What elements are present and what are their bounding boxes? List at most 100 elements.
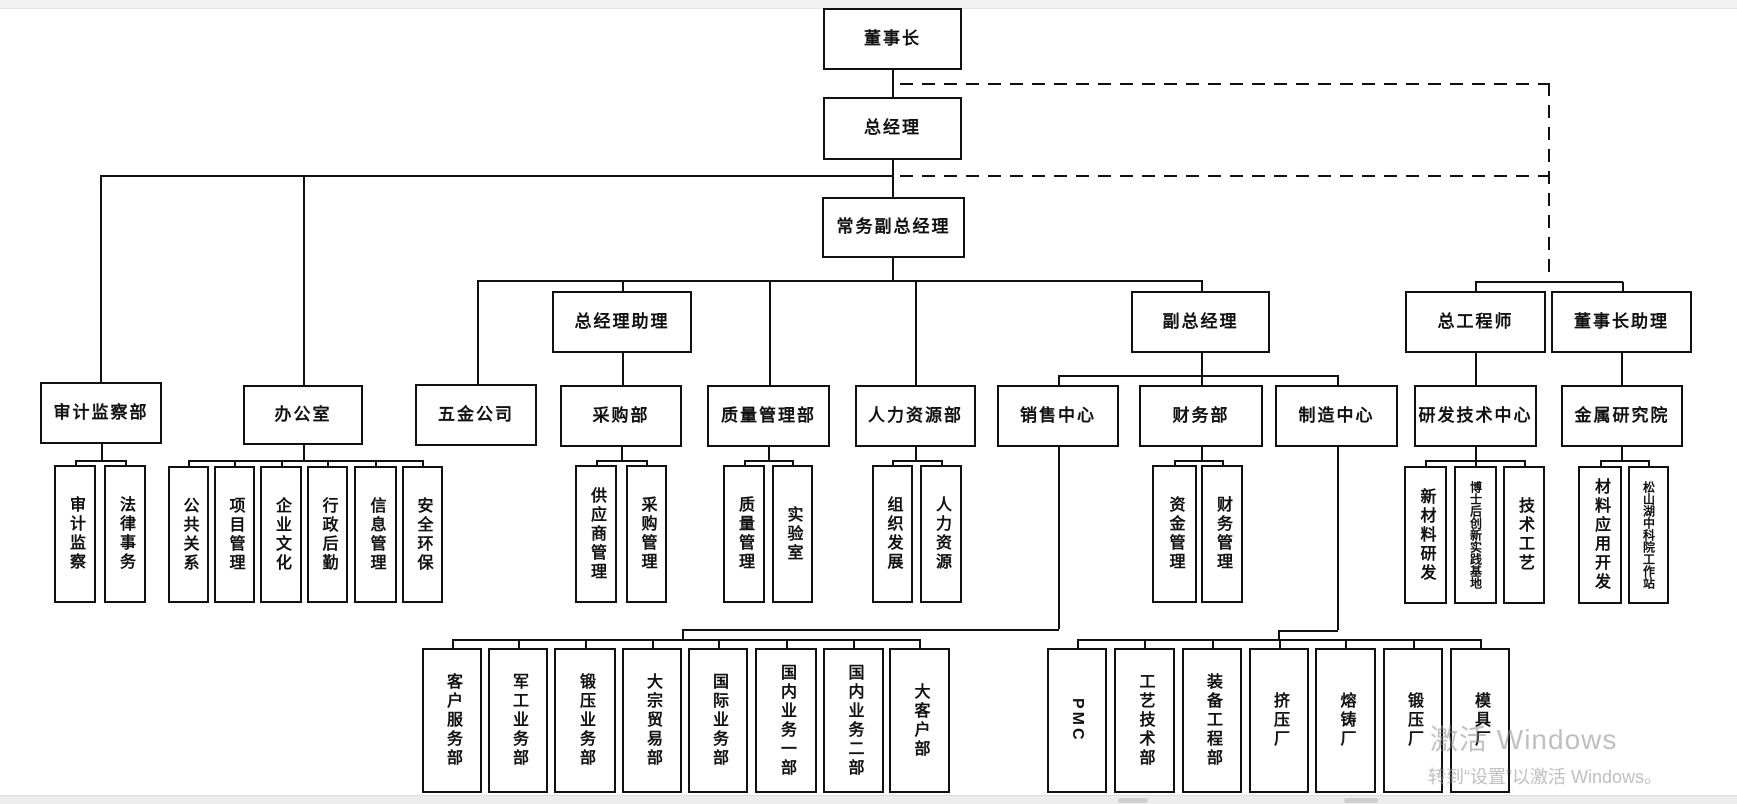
org-node-label: 法律事务 (117, 496, 134, 572)
org-node-label: 财务管理 (1214, 496, 1231, 572)
org-node-bulk-trade: 大宗贸易部 (622, 648, 682, 793)
org-node-new-material-rd: 新材料研发 (1404, 466, 1447, 604)
org-node-label: 松山湖中科院工作站 (1641, 481, 1656, 589)
connector-line (1058, 375, 1338, 377)
org-node-songshanhu-station: 松山湖中科院工作站 (1628, 466, 1669, 604)
connector-line (1174, 460, 1176, 466)
org-node-label: 国内业务一部 (778, 663, 795, 778)
org-node-human-resources: 人力资源 (920, 465, 962, 603)
org-node-audit: 审计监察 (54, 465, 96, 603)
horizontal-scrollbar-track[interactable] (0, 795, 1737, 804)
connector-line (892, 460, 894, 466)
org-node-quality-mgmt: 质量管理 (723, 465, 765, 603)
org-node-label: 董事长助理 (1574, 311, 1669, 331)
connector-line (1475, 447, 1477, 460)
org-node-safety-env: 安全环保 (402, 466, 443, 603)
connector-line (477, 280, 1202, 282)
connector-line (892, 258, 894, 280)
org-node-label: 大客户部 (911, 682, 929, 759)
org-node-label: 审计监察部 (53, 402, 149, 422)
org-node-gm: 总经理 (823, 97, 962, 160)
connector-line (1600, 460, 1649, 462)
connector-line (75, 460, 126, 462)
org-node-finance-mgmt: 财务管理 (1201, 465, 1243, 603)
org-node-tech-craft: 技术工艺 (1503, 466, 1545, 604)
connector-line (769, 280, 771, 385)
connector-line (188, 460, 190, 467)
connector-line (1201, 447, 1203, 460)
org-node-org-dev: 组织发展 (872, 465, 913, 603)
dashed-connector-line (1548, 83, 1550, 281)
org-node-label: 军工业务部 (510, 673, 527, 768)
connector-line (1201, 280, 1203, 291)
connector-line (768, 447, 770, 460)
org-node-mfg-center: 制造中心 (1275, 385, 1398, 447)
connector-line (188, 460, 423, 462)
scrollbar-thumb[interactable] (1118, 798, 1148, 803)
connector-line (915, 447, 917, 460)
org-node-supplier-mgmt: 供应商管理 (575, 465, 617, 603)
org-node-label: 锻压厂 (1405, 692, 1422, 749)
org-node-forging-biz: 锻压业务部 (554, 648, 616, 793)
org-node-lab: 实验室 (772, 465, 813, 603)
org-node-label: 资金管理 (1166, 496, 1184, 572)
connector-line (744, 460, 746, 466)
dashed-connector-line (900, 83, 1549, 85)
connector-line (1337, 447, 1339, 630)
org-node-label: 企业文化 (273, 496, 290, 573)
org-node-label: 人力资源部 (868, 405, 963, 425)
connector-line (646, 460, 648, 466)
org-node-sales-center: 销售中心 (997, 385, 1119, 447)
org-node-label: 供应商管理 (588, 486, 605, 582)
org-node-label: 总经理助理 (574, 311, 670, 331)
connector-line (652, 639, 654, 649)
org-node-label: 总工程师 (1437, 311, 1514, 331)
org-node-label: 审计监察 (67, 496, 84, 572)
connector-line (101, 444, 103, 460)
connector-line (1174, 460, 1223, 462)
connector-line (1622, 282, 1624, 291)
org-node-gm-assistant: 总经理助理 (552, 291, 692, 353)
connector-line (682, 629, 684, 641)
org-node-label: 组织发展 (884, 496, 902, 572)
connector-line (1480, 639, 1482, 649)
org-node-label: 金属研究院 (1574, 405, 1670, 425)
connector-line (1212, 639, 1214, 649)
connector-line (596, 460, 647, 462)
connector-line (596, 460, 598, 466)
org-node-metal-institute: 金属研究院 (1561, 385, 1683, 447)
connector-line (1201, 353, 1203, 375)
org-node-postdoc-base: 博士后创新实践基地 (1454, 466, 1497, 604)
org-node-equipment-eng: 装备工程部 (1182, 648, 1242, 793)
connector-line (1278, 630, 1338, 632)
org-node-label: 博士后创新实践基地 (1468, 481, 1483, 589)
org-node-label: 办公室 (274, 404, 332, 424)
org-node-extrusion-plant: 挤压厂 (1249, 648, 1309, 793)
org-node-hardware-co: 五金公司 (415, 384, 537, 446)
scrollbar-thumb[interactable] (1344, 798, 1378, 803)
connector-line (585, 639, 587, 649)
org-node-finance-dept: 财务部 (1139, 385, 1263, 447)
connector-line (1058, 375, 1060, 385)
connector-line (422, 460, 424, 467)
org-node-chairman: 董事长 (823, 8, 962, 70)
org-node-key-account: 大客户部 (889, 648, 950, 793)
org-node-label: 采购部 (592, 405, 650, 425)
org-node-label: 锻压业务部 (577, 673, 594, 768)
org-node-label: 安全环保 (414, 496, 432, 573)
connector-line (234, 460, 236, 467)
org-node-label: 人力资源 (933, 496, 950, 572)
connector-line (303, 445, 305, 460)
org-node-forging-plant: 锻压厂 (1383, 648, 1443, 793)
org-node-project-mgmt: 项目管理 (214, 466, 255, 603)
connector-line (281, 460, 283, 467)
connector-line (1077, 639, 1079, 649)
connector-line (1201, 375, 1203, 385)
connector-line (327, 460, 329, 467)
connector-line (518, 639, 520, 649)
org-node-label: 销售中心 (1020, 405, 1096, 425)
org-node-customer-service: 客户服务部 (422, 648, 482, 793)
org-node-label: 研发技术中心 (1418, 405, 1533, 425)
org-node-culture: 企业文化 (260, 466, 302, 603)
